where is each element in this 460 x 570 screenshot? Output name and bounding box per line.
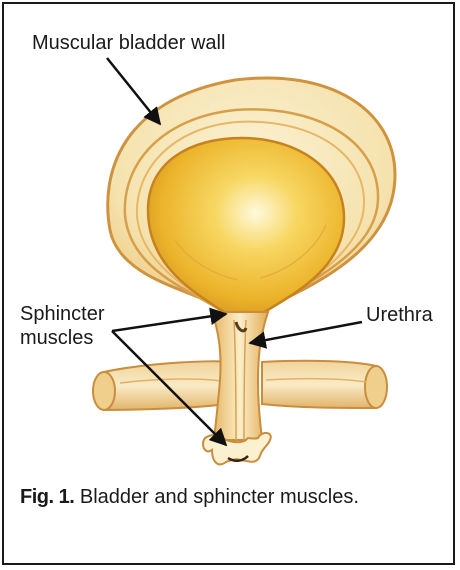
figure-number: Fig. 1. xyxy=(20,486,74,508)
urethra-label: Urethra xyxy=(366,303,433,327)
sphincter-label-line-2: muscles xyxy=(20,326,105,350)
sphincter-muscles-label: Sphincter muscles xyxy=(20,302,105,350)
sphincter-arrow-upper xyxy=(112,314,226,331)
sphincter-label-line-1: Sphincter xyxy=(20,302,105,326)
bladder-wall-label: Muscular bladder wall xyxy=(32,31,225,55)
caption-text: Bladder and sphincter muscles. xyxy=(74,486,359,508)
bladder-wall-arrow xyxy=(107,58,160,124)
figure-caption: Fig. 1. Bladder and sphincter muscles. xyxy=(20,486,359,509)
urethra-arrow xyxy=(250,322,362,343)
